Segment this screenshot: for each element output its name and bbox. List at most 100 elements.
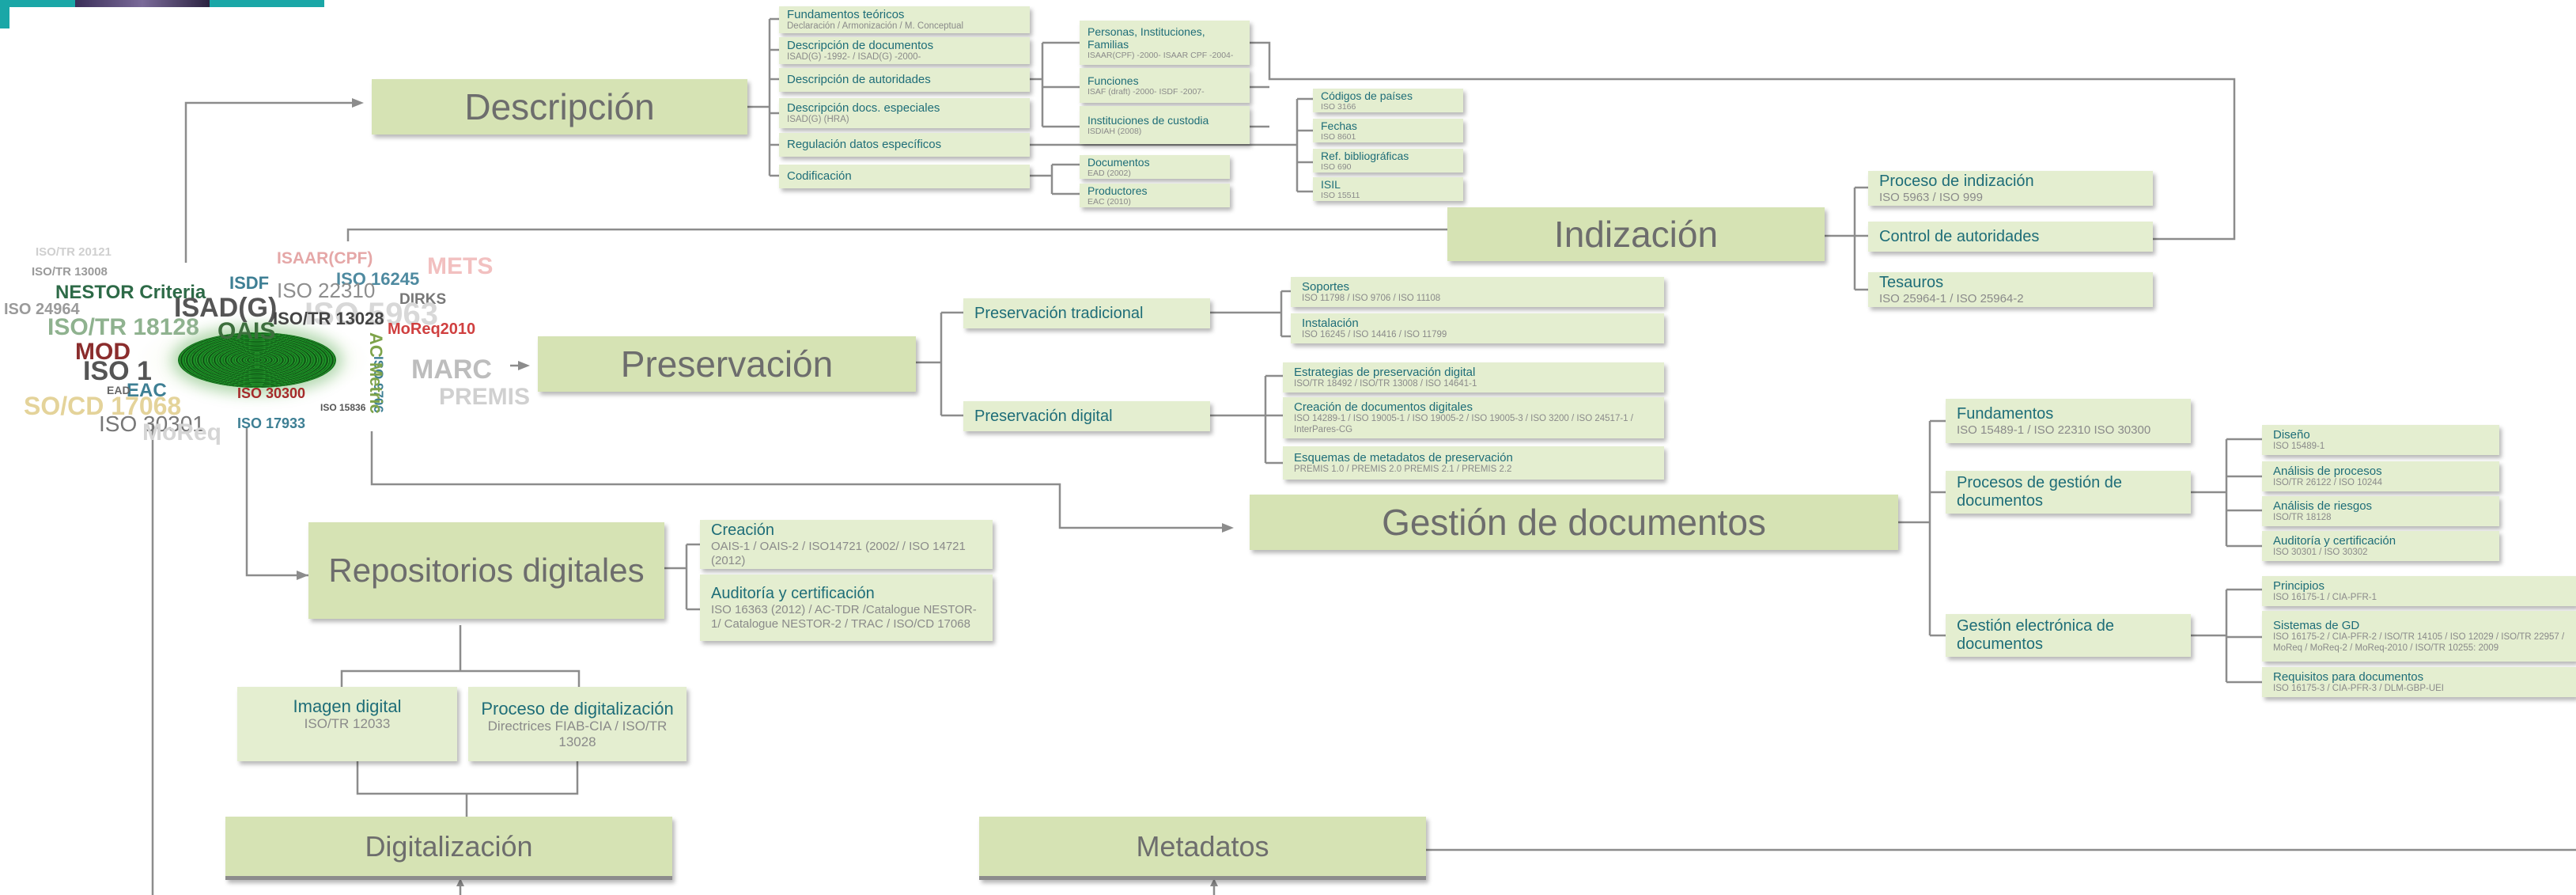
box-title: Descripción de autoridades — [787, 73, 931, 87]
box-title: ISIL — [1321, 177, 1341, 191]
node-metadatos: Metadatos — [979, 817, 1426, 880]
cloud-word: MoReq — [142, 419, 221, 446]
box-sub: ISO 690 — [1321, 162, 1352, 173]
box-title: Regulación datos específicos — [787, 138, 942, 152]
box-title: Control de autoridades — [1879, 227, 2040, 245]
box-tesauros: Tesauros ISO 25964-1 / ISO 25964-2 — [1868, 272, 2153, 307]
box-title: Preservación digital — [974, 407, 1113, 425]
box-sub: ISO 11798 / ISO 9706 / ISO 11108 — [1302, 294, 1441, 304]
box-title: Auditoría y certificación — [2273, 533, 2396, 548]
box-instituciones-custodia: Instituciones de custodia ISDIAH (2008) — [1080, 106, 1250, 144]
box-isil: ISIL ISO 15511 — [1313, 177, 1463, 201]
box-title: Proceso de digitalización — [481, 698, 674, 719]
box-title: Tesauros — [1879, 273, 1944, 291]
box-sub: ISAD(G) -1992- / ISAD(G) -2000- — [787, 52, 921, 63]
box-sub: ISO 15489-1 / ISO 22310 ISO 30300 — [1957, 423, 2151, 437]
box-requisitos-documentos: Requisitos para documentos ISO 16175-3 /… — [2262, 667, 2576, 697]
box-sub: ISDIAH (2008) — [1088, 127, 1142, 137]
cloud-word: NESTOR Criteria — [55, 282, 206, 303]
box-sub: ISO 15489-1 — [2273, 442, 2325, 452]
box-sub: ISO 15511 — [1321, 191, 1360, 201]
box-fundamentos-gd: Fundamentos ISO 15489-1 / ISO 22310 ISO … — [1946, 399, 2191, 443]
box-sub: ISO 16363 (2012) / AC-TDR /Catalogue NES… — [711, 603, 977, 631]
box-title: Proceso de indización — [1879, 172, 2034, 190]
box-creacion-documentos-digitales: Creación de documentos digitales ISO 142… — [1283, 397, 1664, 438]
box-documentos-ead: Documentos EAD (2002) — [1080, 155, 1230, 179]
box-sub: Directrices FIAB-CIA / ISO/TR 13028 — [487, 719, 668, 749]
cloud-word: ISO/TR 13028 — [273, 309, 384, 328]
box-title: Soportes — [1302, 279, 1350, 294]
box-title: Codificación — [787, 169, 852, 184]
cloud-word: ISO/TR 13008 — [32, 265, 108, 279]
box-auditoria-certificacion-gd: Auditoría y certificación ISO 30301 / IS… — [2262, 531, 2499, 561]
cloud-word: MOD — [75, 339, 131, 365]
box-sub: ISO 16175-2 / CIA-PFR-2 / ISO/TR 14105 /… — [2273, 632, 2565, 653]
box-title: Análisis de riesgos — [2273, 499, 2373, 513]
box-control-autoridades: Control de autoridades — [1868, 222, 2153, 252]
cloud-word: ISDF — [229, 273, 270, 293]
box-creacion-repositorios: Creación OAIS-1 / OAIS-2 / ISO14721 (200… — [700, 520, 993, 569]
box-fechas: Fechas ISO 8601 — [1313, 119, 1463, 142]
box-descripcion-documentos: Descripción de documentos ISAD(G) -1992-… — [779, 37, 1030, 64]
cloud-word: PREMIS — [439, 384, 531, 410]
box-proceso-indizacion: Proceso de indización ISO 5963 / ISO 999 — [1868, 171, 2153, 206]
cloud-word: MARC — [411, 355, 492, 385]
node-preservacion: Preservación — [538, 336, 916, 392]
box-imagen-digital: Imagen digital ISO/TR 12033 — [237, 687, 457, 761]
box-title: Funciones — [1088, 74, 1139, 87]
cloud-word: DIRKS — [399, 291, 447, 308]
box-descripcion-autoridades: Descripción de autoridades — [779, 68, 1030, 92]
cloud-word: OAIS — [218, 318, 276, 344]
box-funciones: Funciones ISAF (draft) -2000- ISDF -2007… — [1080, 68, 1250, 103]
box-sub: OAIS-1 / OAIS-2 / ISO14721 (2002/ / ISO … — [711, 540, 966, 567]
box-sub: ISAAR(CPF) -2000- ISAAR CPF -2004- — [1088, 51, 1234, 61]
cloud-word: AC Metric — [366, 332, 386, 414]
box-sub: ISO 16245 / ISO 14416 / ISO 11799 — [1302, 330, 1447, 340]
box-title: Personas, Instituciones, Familias — [1088, 25, 1205, 51]
box-esquemas-metadatos: Esquemas de metadatos de preservación PR… — [1283, 446, 1664, 480]
box-sub: ISO 8601 — [1321, 132, 1356, 142]
box-ref-bibliograficas: Ref. bibliográficas ISO 690 — [1313, 149, 1463, 173]
box-title: Esquemas de metadatos de preservación — [1294, 450, 1513, 465]
cloud-word: ISO 15836 — [320, 402, 366, 413]
box-instalacion: Instalación ISO 16245 / ISO 14416 / ISO … — [1291, 313, 1664, 343]
box-title: Fundamentos — [1957, 404, 2054, 423]
box-sub: ISO 16175-1 / CIA-PFR-1 — [2273, 593, 2377, 603]
node-gestion-documentos: Gestión de documentos — [1250, 495, 1898, 550]
box-sub: EAD (2002) — [1088, 169, 1131, 179]
box-title: Principios — [2273, 578, 2325, 593]
cloud-word: ISAAR(CPF) — [277, 249, 373, 267]
cloud-word: ISO 24964 — [4, 301, 80, 318]
box-principios: Principios ISO 16175-1 / CIA-PFR-1 — [2262, 576, 2576, 606]
cloud-word: ISO/TR 18128 — [47, 314, 199, 340]
box-title: Preservación tradicional — [974, 304, 1144, 322]
box-auditoria-repositorios: Auditoría y certificación ISO 16363 (201… — [700, 575, 993, 641]
box-title: Requisitos para documentos — [2273, 669, 2424, 684]
cloud-word: ISO/TR 20121 — [36, 245, 112, 259]
box-analisis-riesgos: Análisis de riesgos ISO/TR 18128 — [2262, 496, 2499, 526]
box-title: Documentos — [1088, 155, 1150, 169]
node-digitalizacion: Digitalización — [225, 817, 672, 880]
box-title: Fechas — [1321, 119, 1357, 132]
cloud-word: EAD — [107, 384, 131, 396]
box-codigos-paises: Códigos de países ISO 3166 — [1313, 89, 1463, 112]
cloud-word: SO/CD 17068 — [24, 392, 182, 420]
box-fundamentos-teoricos: Fundamentos teóricos Declaración / Armon… — [779, 6, 1030, 33]
box-title: Imagen digital — [293, 696, 402, 716]
node-indizacion: Indización — [1447, 207, 1825, 261]
box-title: Estrategias de preservación digital — [1294, 365, 1476, 379]
box-proceso-digitalizacion: Proceso de digitalización Directrices FI… — [468, 687, 687, 761]
box-sub: PREMIS 1.0 / PREMIS 2.0 PREMIS 2.1 / PRE… — [1294, 465, 1512, 475]
cloud-word: ISAD(G) — [174, 293, 278, 323]
box-estrategias-preservacion: Estrategias de preservación digital ISO/… — [1283, 362, 1664, 393]
cloud-word: METS — [427, 253, 494, 279]
box-title: Gestión electrónica de documentos — [1957, 617, 2115, 653]
cloud-word: ISO 17933 — [237, 415, 306, 431]
standards-word-cloud: ISO/TR 20121 ISAAR(CPF) METS ISO/TR 1300… — [0, 222, 538, 446]
box-analisis-procesos: Análisis de procesos ISO/TR 26122 / ISO … — [2262, 461, 2499, 491]
box-preservacion-digital: Preservación digital — [963, 401, 1210, 431]
box-title: Productores — [1088, 184, 1148, 197]
box-soportes: Soportes ISO 11798 / ISO 9706 / ISO 1110… — [1291, 277, 1664, 307]
box-title: Creación — [711, 521, 775, 540]
